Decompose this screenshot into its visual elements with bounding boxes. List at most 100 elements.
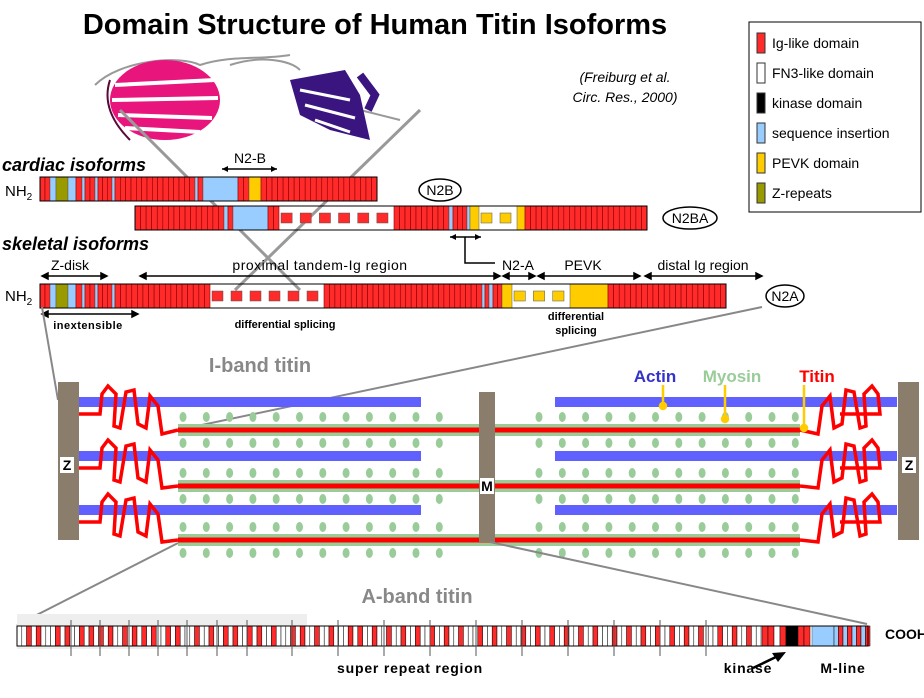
n2a-isoform-bar	[39, 283, 727, 309]
myosin-head	[435, 468, 443, 478]
fn3-domain	[395, 625, 402, 647]
ig-domain	[173, 205, 180, 231]
fn3-domain	[679, 625, 685, 647]
ig-domain	[462, 205, 468, 231]
ig-domain	[365, 176, 372, 202]
legend-label: sequence insertion	[772, 125, 890, 141]
ig-domain	[596, 205, 603, 231]
myosin-head	[179, 438, 187, 448]
ig-domain	[459, 283, 466, 309]
ig-domain	[658, 283, 665, 309]
ig-domain	[329, 283, 336, 309]
ig-domain	[315, 176, 323, 202]
fn3-domain	[323, 625, 330, 647]
myosin-head	[179, 468, 187, 478]
ig-domain	[273, 205, 280, 231]
myosin-head	[652, 438, 659, 448]
skeletal-region-arrows	[40, 271, 764, 319]
pevk-domain	[248, 176, 262, 202]
myosin-head	[698, 522, 706, 532]
ig-domain	[698, 625, 704, 647]
myosin-head	[745, 522, 753, 532]
ig-domain	[159, 283, 166, 309]
fn3-domain	[261, 625, 267, 647]
ig-domain	[55, 625, 61, 647]
ig-domain	[530, 205, 537, 231]
fn3-domain	[127, 625, 133, 647]
spliced-segment	[533, 290, 545, 302]
myosin-head	[272, 494, 280, 504]
ig-domain	[323, 283, 330, 309]
ig-domain	[142, 283, 149, 309]
ig-domain	[546, 205, 554, 231]
ig-domain	[421, 205, 428, 231]
myosin-head	[535, 438, 543, 448]
myosin-head	[768, 548, 776, 558]
fn3-domain	[664, 625, 671, 647]
myosin-head	[675, 438, 683, 448]
myosin-head	[226, 412, 234, 422]
ig-domain	[797, 625, 805, 647]
myosin-head	[179, 522, 187, 532]
myosin-head	[389, 412, 397, 422]
myosin-head	[272, 438, 280, 448]
ig-domain	[44, 283, 51, 309]
myosin-head	[435, 412, 443, 422]
n2a-region-label: N2-A	[502, 257, 535, 273]
ig-domain	[506, 625, 512, 647]
skeletal-nh2-label: NH2	[5, 288, 33, 308]
spliced-segment	[249, 290, 262, 302]
myosin-head	[675, 468, 683, 478]
fn3-domain	[645, 625, 651, 647]
myosin-head	[628, 468, 636, 478]
myosin-head	[296, 438, 303, 448]
label-box	[902, 457, 916, 473]
ig-domain	[162, 205, 169, 231]
z-disk-label: Z	[905, 457, 914, 473]
spliced-segment	[552, 290, 565, 302]
splicing-label-1: differential splicing	[235, 319, 336, 331]
ig-domain	[134, 205, 141, 231]
legend-swatch	[756, 62, 766, 84]
ig-domain	[151, 625, 157, 647]
ig-domain	[198, 283, 205, 309]
ig-domain	[204, 283, 211, 309]
ig-domain	[299, 176, 306, 202]
myosin-head	[558, 412, 566, 422]
myosin-head	[202, 522, 210, 532]
ig-domain	[343, 176, 350, 202]
ig-domain	[372, 283, 379, 309]
distal-label: distal Ig region	[657, 257, 748, 273]
myosin-head	[296, 548, 303, 558]
z-repeat	[55, 176, 69, 202]
ig-domain	[75, 283, 83, 309]
ig-domain	[429, 625, 435, 647]
ig-domain	[457, 205, 463, 231]
fn3-domain	[93, 625, 99, 647]
nh2-subscript: 2	[27, 192, 33, 203]
myosin-head	[652, 548, 659, 558]
m-line-domain	[838, 625, 844, 647]
sequence-insertion	[232, 205, 269, 231]
actin-filament	[78, 397, 421, 407]
title: Domain Structure of Human Titin Isoforms	[83, 9, 667, 41]
spliced-segment	[230, 290, 243, 302]
ig-domain	[35, 625, 42, 647]
myosin-head	[535, 522, 543, 532]
ig-domain	[131, 283, 138, 309]
fn3-domain	[573, 625, 579, 647]
ig-domain	[361, 283, 368, 309]
myosin-head	[791, 548, 799, 558]
ig-domain	[75, 176, 83, 202]
ig-domain	[432, 205, 439, 231]
ig-domain	[563, 205, 570, 231]
sequence-insertion	[49, 283, 57, 309]
myosin-head	[698, 468, 706, 478]
ig-domain	[247, 625, 253, 647]
fn3-domain	[674, 625, 680, 647]
ig-domain	[635, 283, 643, 309]
ig-domain	[399, 205, 406, 231]
ig-domain	[476, 283, 483, 309]
ig-domain	[491, 625, 498, 647]
ig-domain	[624, 283, 631, 309]
